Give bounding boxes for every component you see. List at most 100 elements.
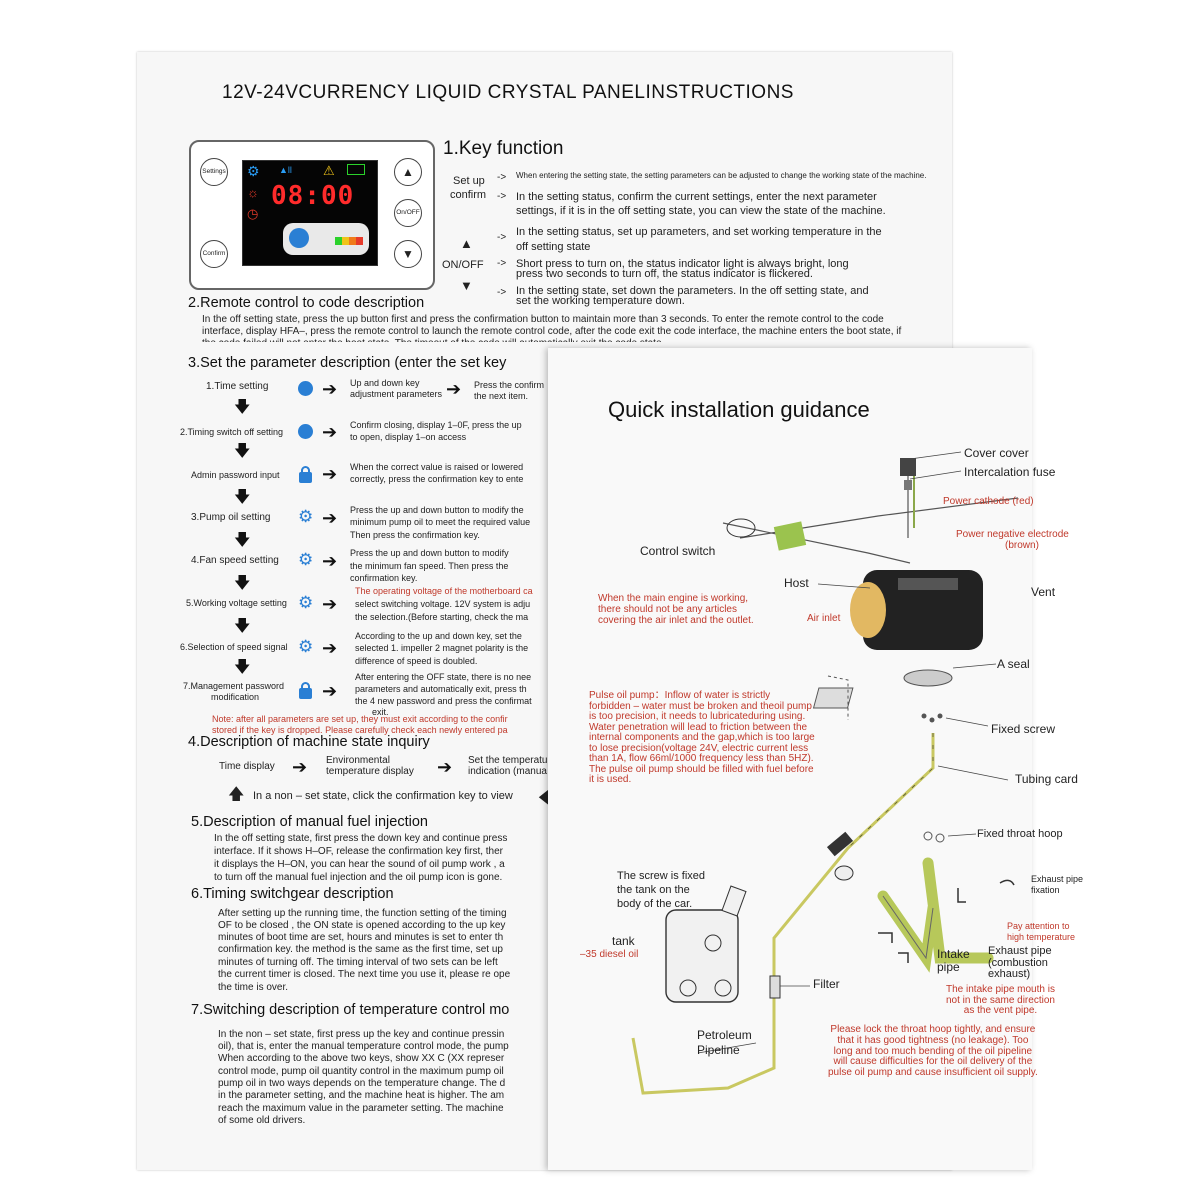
lock-icon [299,682,312,699]
param-desc: parameters and automatically exit, press… [355,684,527,694]
intake-note-line: as the vent pipe. [963,1005,1038,1016]
note-line1: Note: after all parameters are set up, t… [212,714,508,724]
up-arrow-icon: ▲ [460,236,473,251]
right-arrow-icon: ➔ [322,508,338,528]
param-desc: minimum pump oil to meet the required va… [350,517,531,527]
label-cover: Cover cover [964,446,1029,460]
param-desc: exit. [372,707,389,717]
right-arrow-icon: ➔ [322,681,338,701]
label-tank: tank [612,934,635,948]
section7-line: of some old drivers. [218,1115,306,1126]
pump-note-line: internal components and the gap,which is… [589,732,815,743]
up-button: ▲ [394,158,422,186]
installation-sheet [548,348,1032,1170]
param-desc: select switching voltage. 12V system is … [355,599,531,609]
intake-note-line: The intake pipe mouth is [946,984,1055,995]
right-arrow-icon: ➔ [322,422,338,442]
keyfn-line4b: set the working temperature down. [516,295,685,307]
label-control-switch: Control switch [640,544,716,558]
pump-note-line: The pulse oil pump should be filled with… [589,763,814,775]
label-air-inlet: Air inlet [807,613,841,624]
label-power-neg: Power negative electrode [956,529,1069,540]
label-vent: Vent [1031,585,1056,599]
section6-line: minutes of boot time are set, hours and … [218,932,504,943]
section1-heading: 1.Key function [443,138,564,159]
keyfn-line2a: In the setting status, set up parameters… [516,226,882,238]
keyfn-line3a: Short press to turn on, the status indic… [516,258,849,270]
label-pay-attention: Pay attention to [1007,921,1070,931]
keyfn-line3b: press two seconds to turn off, the statu… [516,268,813,280]
param-desc: confirmation key. [350,573,418,583]
pump-note: Pulse oil pump：Inflow of water is strict… [589,690,815,786]
section5-line: In the off setting state, first press th… [214,833,508,844]
param-desc: Press the confirm [474,380,545,390]
param-desc: Then press the confirmation key. [350,530,480,540]
right-arrow-icon: ➔ [322,379,338,399]
onoff-label: ON/OFF [442,259,484,271]
param-label: 4.Fan speed setting [191,555,279,566]
gear-icon: ⚙ [298,593,314,612]
heater-graphic [283,223,369,255]
signal-icon: ▲ll [279,165,292,175]
param-desc: the 4 new password and press the confirm… [355,696,532,706]
state-time-display: Time display [219,761,275,772]
engine-warning: When the main engine is working, there s… [598,593,754,626]
down-arrow-icon: 🡇 [234,489,251,506]
gear-icon: ⚙ [298,507,314,526]
section7-line: control mode, pump oil quantity control … [218,1066,504,1077]
pump-note-line: it is used. [589,774,632,785]
section7-line: pump oil in two ways depends on the temp… [218,1078,506,1089]
param-label: Admin password input [191,470,280,480]
section6-line: the time is over. [218,982,289,993]
label-fixed-screw: Fixed screw [991,722,1056,736]
state-env-temp: Environmental [326,755,390,766]
label-seal: A seal [997,657,1030,671]
param-desc: Up and down key [350,378,420,388]
intake-note: The intake pipe mouth is not in the same… [946,984,1055,1017]
install-title: Quick installation guidance [608,397,870,422]
down-arrow-icon: 🡇 [234,443,251,460]
lcd-screen: ⚙ ▲ll ⚠ ☼ ◷ 08:00 [242,160,378,266]
section2-body: In the off setting state, press the up b… [202,314,902,342]
level-bars [335,237,363,245]
lock-note-line: that it has good tightness (no leakage).… [837,1034,1029,1046]
label-exhaust-fixation: Exhaust pipe [1031,874,1084,884]
label-screw: the tank on the [617,884,690,896]
label-intake-pipe: pipe [937,960,960,974]
label-intake-pipe: Intake [937,947,970,961]
lcd-control-panel: Settings Confirm ▲ On/OFF ▼ ⚙ ▲ll ⚠ ☼ ◷ … [189,140,435,290]
down-arrow-icon: 🡇 [234,575,251,592]
down-arrow-icon: 🡇 [234,618,251,635]
lock-note-line: will cause difficulties for the oil deli… [833,1056,1033,1068]
param-desc: Press the up and down button to modify [350,548,509,558]
pump-note-line: Pulse oil pump：Inflow of water is strict… [589,690,771,701]
keyfn-line0: When entering the setting state, the set… [516,171,927,180]
installation-diagram [631,451,1019,1095]
pump-note-line: forbidden – water must be broken and the… [589,700,812,712]
section6-line: minutes of turning off. The timing inter… [218,957,498,968]
note-line2: stored if the key is dropped. Please car… [212,725,508,735]
param-label: 6.Selection of speed signal [180,642,288,652]
right-arrow-icon: ➔ [437,757,453,777]
param-label: modification [211,692,260,702]
section7-line: in the parameter setting, and the machin… [218,1090,505,1101]
down-arrow-icon: 🡇 [234,659,251,676]
warning-icon: ⚠ [323,163,335,178]
down-button: ▼ [394,240,422,268]
battery-icon [347,164,365,175]
param-desc: After entering the OFF state, there is n… [355,672,532,682]
gear-icon: ⚙ [298,550,314,569]
param-desc: The operating voltage of the motherboard… [355,586,533,596]
clock-icon [298,381,313,396]
param-desc: According to the up and down key, set th… [355,631,522,641]
engine-warning-line: there should not be any articles [598,604,737,615]
label-throat-hoop: Fixed throat hoop [977,828,1063,840]
param-desc: adjustment parameters [350,389,443,399]
section6-heading: 6.Timing switchgear description [191,886,394,902]
state-set-temp: Set the temperatu [468,755,548,766]
gear-icon: ⚙ [247,163,260,179]
param-label: 1.Time setting [206,381,269,392]
param-desc: difference of speed is doubled. [355,656,478,666]
right-arrow-icon: ➔ [292,757,308,777]
state-set-temp: indication (manua [468,766,547,777]
